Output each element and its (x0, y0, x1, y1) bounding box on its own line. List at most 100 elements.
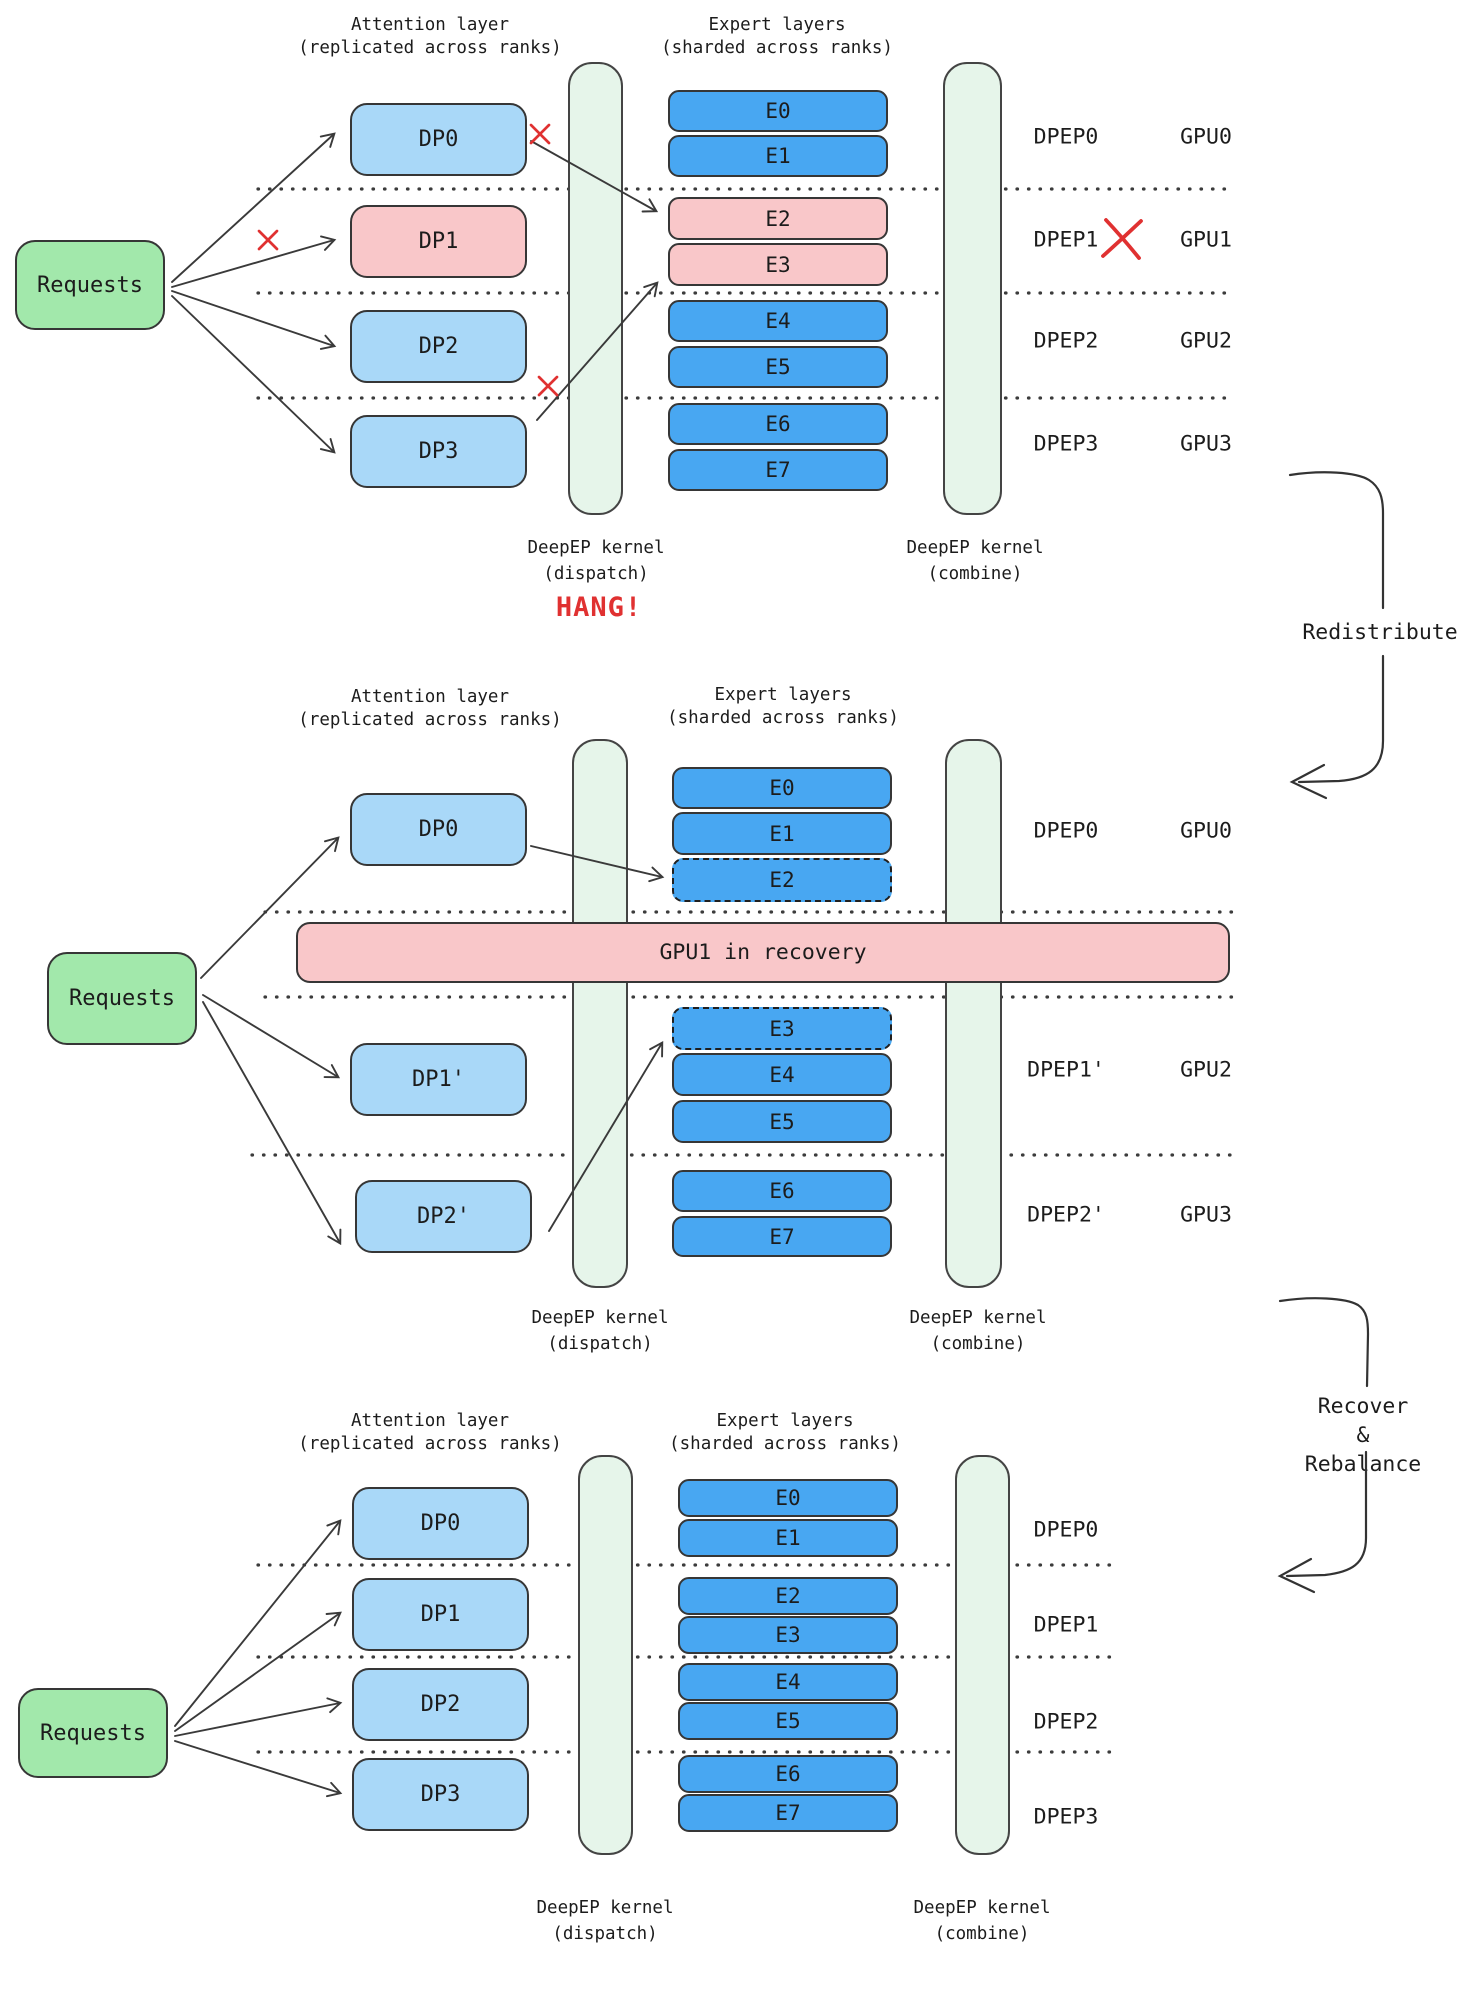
expert-e3-3: E3 (678, 1616, 898, 1654)
dpep2-label-1: DPEP2 (1034, 329, 1099, 354)
attention-subtitle-line: (replicated across ranks) (298, 710, 562, 730)
gpu3-text: GPU3 (1180, 431, 1232, 457)
gpu0-label-2: GPU0 (1180, 819, 1232, 844)
dpep2prime-text: DPEP2' (1027, 1202, 1105, 1228)
dpep0-label-2: DPEP0 (1034, 819, 1099, 844)
expert-e0-1: E0 (668, 90, 888, 132)
dp2-label: DP2 (418, 334, 459, 359)
expert-e5-3: E5 (678, 1702, 898, 1740)
kernel-name: DeepEP kernel (913, 1898, 1051, 1918)
expert-layers-title-3: Expert layers (sharded across ranks) (669, 1410, 901, 1456)
expert-e6-3: E6 (678, 1755, 898, 1793)
dp1-box-failed: DP1 (350, 205, 527, 278)
expert-e6-2: E6 (672, 1170, 892, 1212)
e2-label: E2 (769, 868, 795, 892)
kernel-mode: (combine) (930, 1334, 1026, 1354)
kernel-mode: (dispatch) (552, 1924, 658, 1944)
requests-label: Requests (37, 272, 143, 298)
gpu3-text: GPU3 (1180, 1202, 1232, 1228)
e4-label: E4 (769, 1062, 795, 1087)
e2-label: E2 (775, 1584, 801, 1608)
hang-alert: HANG! (556, 592, 642, 623)
recover-rebalance-arrow (1277, 1297, 1370, 1594)
expert-e4-3: E4 (678, 1663, 898, 1701)
kernel-name: DeepEP kernel (909, 1308, 1047, 1328)
dpep3-text: DPEP3 (1033, 431, 1099, 457)
dpep2-text: DPEP2 (1033, 328, 1099, 354)
expert-e4-2: E4 (672, 1053, 892, 1096)
expert-e0-3: E0 (678, 1479, 898, 1517)
dpep0-label-1: DPEP0 (1034, 125, 1099, 150)
e7-label: E7 (769, 1224, 795, 1249)
dpep1-label-1: DPEP1 (1034, 228, 1099, 253)
gpu3-label-2: GPU3 (1180, 1203, 1232, 1228)
gpu2-label-2: GPU2 (1180, 1058, 1232, 1083)
gpu0-text: GPU0 (1180, 124, 1232, 150)
e7-label: E7 (765, 458, 791, 482)
dp0-label: DP0 (418, 127, 459, 152)
dpep1prime-label: DPEP1' (1027, 1058, 1105, 1083)
dispatch-kernel-label-1: DeepEP kernel (dispatch) (528, 535, 665, 587)
e5-label: E5 (769, 1109, 795, 1134)
dpep2prime-label: DPEP2' (1027, 1203, 1105, 1228)
expert-e1-2: E1 (672, 812, 892, 855)
kernel-name: DeepEP kernel (536, 1898, 674, 1918)
e6-label: E6 (775, 1762, 801, 1786)
gpu1-recovery-text: GPU1 in recovery (659, 940, 867, 965)
combine-kernel-label-1: DeepEP kernel (combine) (907, 535, 1044, 587)
combine-kernel-bar-2 (945, 739, 1002, 1288)
dp3-label: DP3 (420, 1782, 461, 1807)
dp3-box-3: DP3 (352, 1758, 529, 1831)
e4-label: E4 (765, 309, 791, 333)
attention-subtitle-line: (replicated across ranks) (298, 38, 562, 58)
attention-title-line: Attention layer (350, 15, 510, 35)
requests-label: Requests (40, 1720, 146, 1746)
expert-title-line: Expert layers (708, 15, 846, 35)
dpep0-label-3: DPEP0 (1034, 1518, 1099, 1543)
expert-e2-3: E2 (678, 1577, 898, 1615)
expert-e7-3: E7 (678, 1794, 898, 1832)
requests-label: Requests (69, 986, 175, 1011)
attention-layer-title-3: Attention layer (replicated across ranks… (298, 1410, 561, 1456)
expert-e0-2: E0 (672, 767, 892, 809)
kernel-mode: (dispatch) (547, 1334, 653, 1354)
expert-e1-1: E1 (668, 135, 888, 177)
dispatch-kernel-bar-3 (578, 1455, 633, 1855)
dpep2-text: DPEP2 (1033, 1709, 1099, 1735)
dp0-box-3: DP0 (352, 1487, 529, 1560)
dpep0-text: DPEP0 (1033, 1517, 1099, 1543)
e0-label: E0 (775, 1486, 801, 1510)
dp2-box-1: DP2 (350, 310, 527, 383)
e5-label: E5 (765, 355, 791, 379)
expert-layers-title-2: Expert layers (sharded across ranks) (667, 684, 899, 730)
expert-e5-2: E5 (672, 1100, 892, 1143)
e6-label: E6 (765, 412, 791, 436)
dp3-box-1: DP3 (350, 415, 527, 488)
dispatch-kernel-label-3: DeepEP kernel (dispatch) (537, 1895, 674, 1947)
expert-title-line: Expert layers (716, 1411, 854, 1431)
expert-e4-1: E4 (668, 300, 888, 342)
dp0-box-2: DP0 (350, 793, 527, 866)
dpep1-failed-x (1101, 218, 1143, 260)
combine-kernel-bar-3 (955, 1455, 1010, 1855)
failure-x-marks (257, 123, 559, 397)
dp2-label: DP2 (420, 1692, 461, 1717)
dpep0-text: DPEP0 (1033, 124, 1099, 150)
e3-label: E3 (765, 252, 791, 277)
e2-label: E2 (765, 206, 791, 231)
combine-kernel-label-3: DeepEP kernel (combine) (914, 1895, 1051, 1947)
expert-subtitle-line: (sharded across ranks) (669, 1434, 901, 1454)
attention-title-line: Attention layer (350, 1411, 510, 1431)
e7-label: E7 (775, 1801, 801, 1825)
dpep1-text: DPEP1 (1033, 227, 1099, 253)
attention-layer-title-2: Attention layer (replicated across ranks… (298, 686, 561, 732)
expert-title-line: Expert layers (714, 685, 852, 705)
combine-kernel-label-2: DeepEP kernel (combine) (910, 1305, 1047, 1357)
dpep0-text: DPEP0 (1033, 818, 1099, 844)
dispatch-kernel-bar-1 (568, 62, 623, 515)
requests-box-1: Requests (15, 240, 165, 330)
requests-box-3: Requests (18, 1688, 168, 1778)
dpep1-text: DPEP1 (1033, 1612, 1099, 1638)
expert-e7-1: E7 (668, 449, 888, 491)
e3-label: E3 (775, 1623, 801, 1647)
